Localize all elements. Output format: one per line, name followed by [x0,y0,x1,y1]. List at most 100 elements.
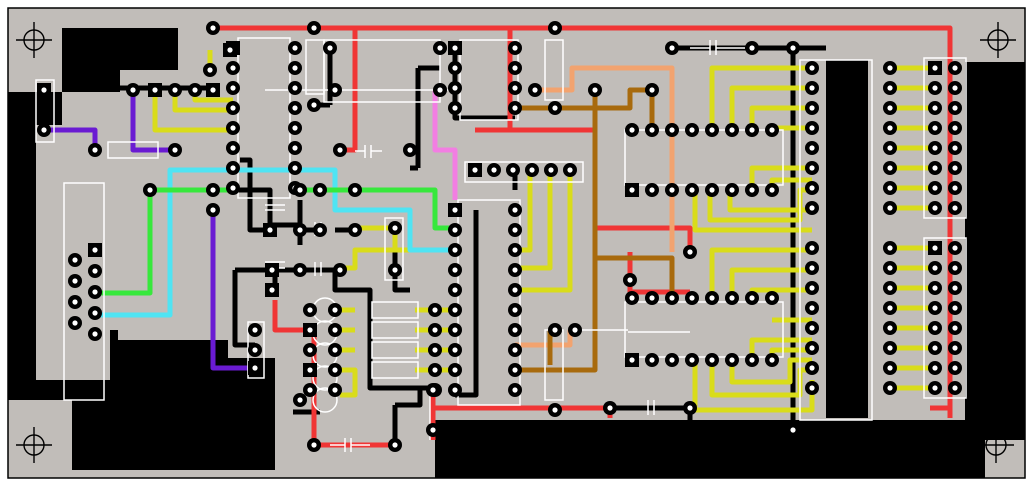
round-pad [448,303,462,317]
capacitor-symbols [265,40,745,452]
square-pad [303,323,317,337]
round-pad [805,381,819,395]
round-pad [428,343,442,357]
round-pad [588,83,602,97]
round-pad [226,121,240,135]
round-pad [328,363,342,377]
round-pad [288,41,302,55]
round-pad [508,343,522,357]
round-pad [645,353,659,367]
square-pad [37,83,51,97]
round-pad [448,81,462,95]
round-pad [948,341,962,355]
round-pad [928,321,942,335]
round-pad [508,203,522,217]
round-pad [548,323,562,337]
round-pad [428,303,442,317]
round-pad [883,301,897,315]
round-pad [683,245,697,259]
round-pad [508,303,522,317]
round-pad [883,81,897,95]
round-pad [313,183,327,197]
round-pad [928,101,942,115]
round-pad [928,381,942,395]
round-pad [625,123,639,137]
round-pad [928,81,942,95]
round-pad [948,101,962,115]
square-pad [223,43,237,57]
round-pad [426,423,440,437]
round-pad [745,183,759,197]
round-pad [68,253,82,267]
round-pad [68,274,82,288]
round-pad [948,141,962,155]
round-pad [665,123,679,137]
round-pad [625,291,639,305]
round-pad [928,141,942,155]
round-pad [805,161,819,175]
round-pad [883,181,897,195]
orange-jumpers [515,65,675,348]
round-pad [143,183,157,197]
square-pad [625,353,639,367]
round-pad [786,41,800,55]
round-pad [928,201,942,215]
round-pad [928,301,942,315]
round-pad [805,341,819,355]
round-pad [948,321,962,335]
square-pad [468,163,482,177]
component-pads [37,21,962,452]
round-pad [948,241,962,255]
round-pad [883,261,897,275]
round-pad [388,438,402,452]
round-pad [765,291,779,305]
round-pad [448,61,462,75]
round-pad [805,121,819,135]
round-pad [928,361,942,375]
round-pad [883,341,897,355]
round-pad [563,163,577,177]
round-pad [548,403,562,417]
round-pad [348,183,362,197]
round-pad [928,281,942,295]
round-pad [948,261,962,275]
square-pad [625,183,639,197]
round-pad [948,281,962,295]
round-pad [288,121,302,135]
round-pad [665,183,679,197]
fiducial-crosshair-icon [16,427,52,463]
round-pad [805,321,819,335]
round-pad [548,101,562,115]
fiducial-crosshair-icon [978,427,1014,463]
round-pad [426,383,440,397]
round-pad [883,61,897,75]
round-pad [433,41,447,55]
round-pad [805,181,819,195]
round-pad [508,283,522,297]
square-pad [448,203,462,217]
round-pad [786,423,800,437]
round-pad [685,353,699,367]
round-pad [705,353,719,367]
round-pad [508,223,522,237]
silkscreen [35,37,967,440]
round-pad [448,243,462,257]
round-pad [448,343,462,357]
round-pad [883,241,897,255]
round-pad [288,141,302,155]
round-pad [883,201,897,215]
round-pad [665,41,679,55]
round-pad [293,263,307,277]
round-pad [448,223,462,237]
round-pad [313,223,327,237]
round-pad [805,201,819,215]
round-pad [206,203,220,217]
round-pad [883,141,897,155]
round-pad [948,121,962,135]
round-pad [307,21,321,35]
round-pad [805,101,819,115]
square-pad [265,283,279,297]
round-pad [725,353,739,367]
yellow-jumpers [152,50,935,413]
round-pad [288,101,302,115]
